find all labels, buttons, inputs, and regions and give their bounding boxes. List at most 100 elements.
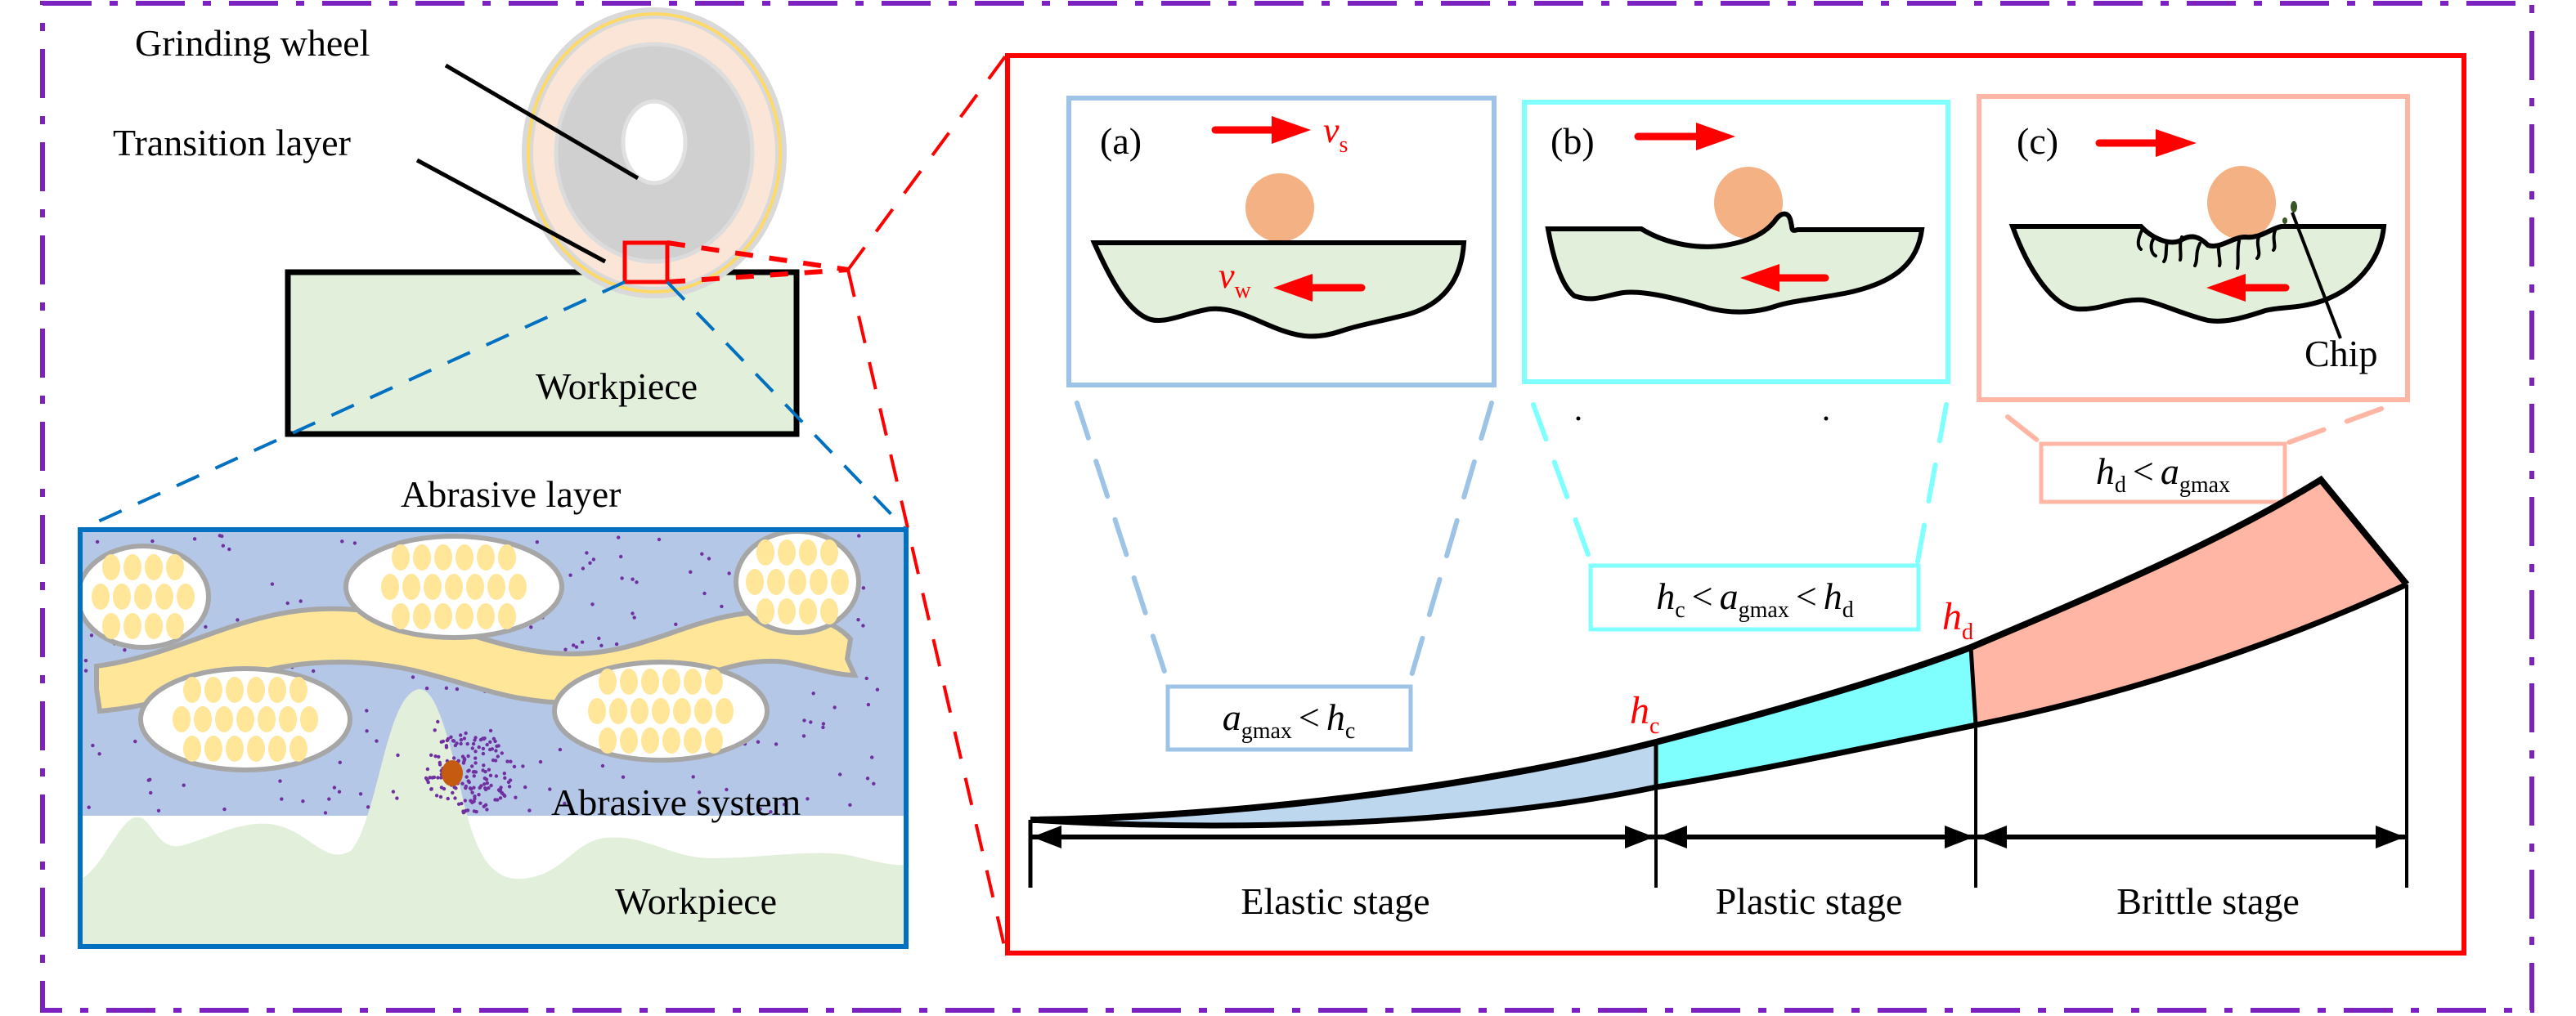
debris-dot: [439, 776, 443, 780]
debris-dot: [358, 792, 363, 796]
debris-dot: [477, 793, 481, 797]
debris-dot: [464, 731, 468, 736]
abrasive-grain: [215, 706, 233, 732]
debris-dot: [801, 734, 806, 738]
debris-dot: [485, 781, 489, 785]
debris-dot: [585, 551, 589, 555]
debris-dot: [809, 720, 813, 724]
debris-dot: [488, 773, 493, 777]
debris-dot: [483, 803, 488, 807]
debris-dot: [327, 797, 331, 801]
abrasive-grain: [134, 584, 152, 610]
band-upper-edge: [1030, 475, 2410, 823]
debris-dot: [463, 757, 467, 762]
detail-frame: [78, 527, 909, 949]
abrasive-grain: [268, 677, 286, 703]
band-lower-edge: [1030, 581, 2408, 829]
debris-dot: [496, 744, 500, 748]
abrasive-grain: [820, 598, 838, 624]
abrasive-grit-b: [1714, 167, 1783, 239]
abrasive-grain: [456, 603, 473, 629]
grinding-wheel: [522, 7, 787, 298]
abrasive-grain: [810, 569, 828, 595]
debris-dot: [437, 754, 441, 759]
debris-dot: [483, 786, 487, 790]
debris-dot: [481, 751, 486, 756]
abrasive-grain: [466, 574, 484, 600]
debris-dot: [473, 756, 478, 760]
chip-particle: [2291, 201, 2297, 213]
debris-dot: [697, 790, 702, 794]
debris-dot: [481, 746, 486, 751]
debris-dot: [866, 702, 871, 707]
zoom-source-box: [622, 240, 670, 284]
debris-dot: [429, 787, 433, 791]
transition-layer-leader: [415, 158, 607, 264]
abrasive-grain: [402, 574, 420, 600]
debris-dot: [574, 645, 579, 649]
debris-dot: [548, 787, 552, 791]
debris-dot: [449, 735, 453, 739]
debris-dot: [426, 780, 430, 785]
debris-dot: [441, 739, 446, 744]
abrasive-grain: [424, 574, 442, 600]
hd-threshold-label: hd: [1942, 595, 1973, 645]
debris-dot: [861, 624, 865, 628]
abrasive-grain: [204, 677, 222, 703]
debris-dot: [580, 640, 585, 644]
abrasive-grain: [177, 584, 195, 610]
hd-divider: [1968, 647, 1978, 726]
workpiece-label: Workpiece: [536, 365, 698, 407]
debris-dot: [459, 738, 464, 742]
debris-dot: [468, 786, 473, 790]
workpiece-section-b: [1545, 211, 1925, 315]
connector-c-left: [2005, 414, 2044, 446]
debris-dot: [478, 801, 482, 805]
debris-dot: [429, 753, 433, 757]
debris-dot: [856, 618, 860, 622]
debris-dot: [466, 769, 470, 773]
connector-b-left: [1531, 402, 1595, 568]
panel-b-plastic: (b): [1522, 100, 1950, 384]
debris-dot: [221, 544, 225, 548]
panel-b-tag: (b): [1551, 120, 1595, 162]
debris-dot: [478, 737, 483, 742]
connector-a-left: [1075, 401, 1172, 689]
debris-dot: [505, 759, 509, 763]
abrasive-grit: [1245, 173, 1314, 242]
condition-connectors: [1075, 401, 2384, 689]
debris-dot: [433, 754, 438, 759]
debris-dot: [451, 739, 456, 743]
debris-dot: [471, 741, 476, 746]
debris-dot: [451, 790, 455, 795]
debris-dot: [83, 669, 88, 673]
active-grit: [442, 760, 463, 786]
debris-dot: [182, 783, 186, 787]
brittle-region: [1971, 480, 2407, 725]
debris-dot: [487, 785, 491, 790]
debris-dot: [657, 537, 662, 542]
debris-dot: [538, 759, 543, 764]
condition-b-text: hc<agmax<hd: [1656, 575, 1854, 623]
debris-dot: [861, 586, 866, 590]
debris-dot: [470, 746, 474, 750]
workpiece-section-c: [2008, 224, 2387, 324]
chip-label: Chip: [2304, 333, 2377, 374]
abrasive-grain: [684, 669, 702, 695]
debris-dot: [473, 738, 477, 742]
debris-dot: [470, 790, 474, 794]
abrasive-grain: [145, 554, 163, 580]
stage-band: [1030, 475, 2410, 829]
abrasive-grain: [445, 574, 463, 600]
condition-c-text: hd<agmax: [2096, 450, 2230, 498]
red-frame-connectors: [846, 54, 1008, 954]
stage-dimensions: [1028, 584, 2408, 888]
abrasive-grain: [662, 669, 680, 695]
debris-dot: [563, 647, 568, 651]
debris-dot: [366, 805, 370, 809]
debris-dot: [395, 796, 399, 800]
debris-dot: [285, 601, 289, 606]
connector-c-right: [2282, 406, 2384, 446]
debris-dot: [472, 799, 476, 803]
